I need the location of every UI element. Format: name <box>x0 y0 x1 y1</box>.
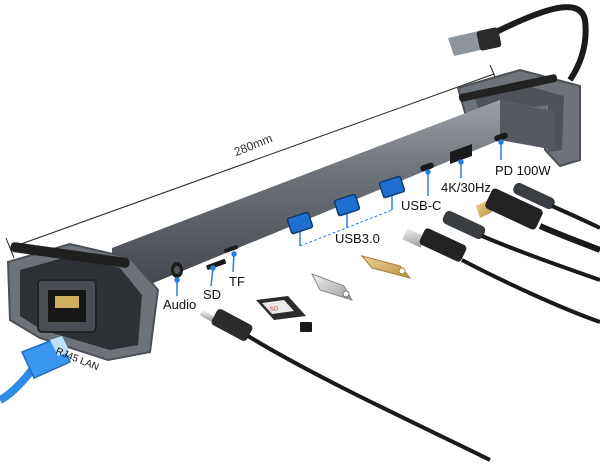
rj45-port <box>37 279 97 333</box>
pd-port <box>494 132 508 142</box>
rj45-lan-cable <box>0 336 72 404</box>
hdmi-label: 4K/30Hz <box>441 180 491 195</box>
tf-slot <box>224 245 238 253</box>
usb-c-port <box>420 162 434 172</box>
label-pointers <box>174 139 504 296</box>
usb-flash-drive-silver <box>310 273 354 301</box>
usb-flash-drive-gold <box>360 255 412 279</box>
audio-cable <box>200 309 491 462</box>
usb3-port-1 <box>286 211 314 235</box>
hub-body <box>112 100 555 300</box>
hdmi-port <box>450 144 472 164</box>
usb3-port-2 <box>333 193 361 217</box>
sd-card: SD <box>256 296 306 320</box>
tf-card <box>300 322 312 332</box>
hdmi-cable <box>476 188 600 253</box>
svg-text:SD: SD <box>270 306 280 313</box>
usb-c-cable <box>442 211 600 282</box>
sd-slot <box>206 258 227 270</box>
audio-label: Audio <box>163 297 197 312</box>
usb3-bracket-lines <box>299 209 393 247</box>
usb-c-input-cable <box>448 4 589 82</box>
usb3-port-3 <box>378 175 406 199</box>
usb-c-label: USB-C <box>401 198 442 213</box>
usb3-label: USB3.0 <box>335 231 380 246</box>
sd-label: SD <box>203 287 222 302</box>
tf-label: TF <box>229 274 245 289</box>
audio-port <box>171 262 183 278</box>
pd-label: PD 100W <box>495 163 551 178</box>
usb-a-cable <box>402 228 600 324</box>
pd-cable <box>513 182 600 230</box>
